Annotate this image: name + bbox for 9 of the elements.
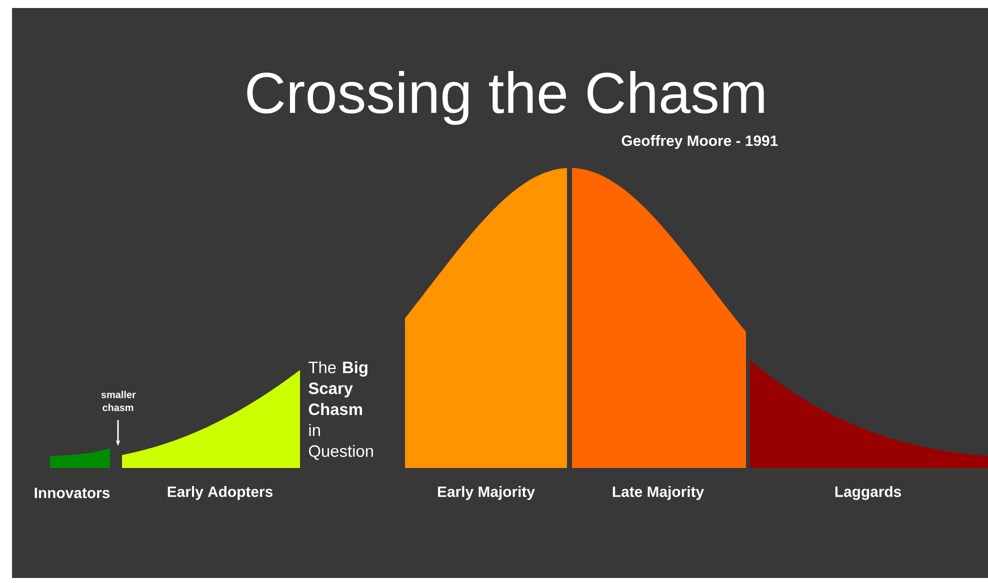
segment-label: Early Majority [438,486,535,500]
segment-label: Laggards [835,486,902,500]
segment-label: Early Adopters [168,486,273,500]
segment-label: Innovators [34,488,110,498]
author-credit: Geoffrey Moore - 1991 [622,135,778,149]
segment-label: Late Majority [612,486,704,500]
annotation: smaller chasm [101,390,136,412]
title: Crossing the Chasm [247,71,764,125]
annotation: The Big Scary Chasm in Question [308,361,373,460]
